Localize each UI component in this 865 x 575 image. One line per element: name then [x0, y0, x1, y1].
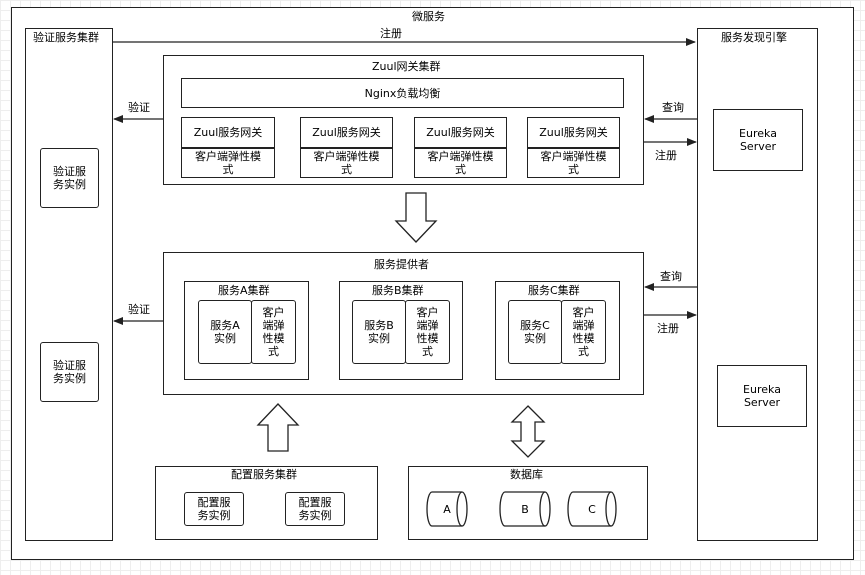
service-c-instance: 服务C 实例 [508, 300, 562, 364]
service-c-cluster-title: 服务C集群 [528, 284, 580, 297]
service-b-cluster-title: 服务B集群 [372, 284, 424, 297]
discovery-engine-title: 服务发现引擎 [721, 31, 787, 44]
auth-instance-1: 验证服 务实例 [40, 148, 99, 208]
top-register-label: 注册 [380, 27, 402, 40]
zuul-register-label: 注册 [655, 149, 677, 162]
service-b-client: 客户 端弹 性模 式 [405, 300, 450, 364]
database-title: 数据库 [510, 468, 543, 481]
auth-cluster-title: 验证服务集群 [33, 31, 99, 44]
zuul-gateway-1: Zuul服务网关 [181, 117, 275, 148]
eureka-server-1: Eureka Server [713, 109, 803, 171]
auth-instance-2: 验证服 务实例 [40, 342, 99, 402]
zuul-client-2: 客户端弹性模 式 [300, 148, 393, 178]
service-a-client: 客户 端弹 性模 式 [251, 300, 296, 364]
config-instance-1: 配置服 务实例 [184, 492, 244, 526]
provider-query-label: 查询 [660, 270, 682, 283]
zuul-gateway-3: Zuul服务网关 [414, 117, 507, 148]
service-c-client: 客户 端弹 性模 式 [561, 300, 606, 364]
zuul-gateway-2: Zuul服务网关 [300, 117, 393, 148]
zuul-query-label: 查询 [662, 101, 684, 114]
zuul-client-1: 客户端弹性模 式 [181, 148, 275, 178]
zuul-client-4: 客户端弹性模 式 [527, 148, 620, 178]
discovery-engine [697, 28, 818, 541]
zuul-cluster-title: Zuul网关集群 [372, 60, 441, 73]
database-c-text: C [588, 503, 596, 516]
eureka-server-2: Eureka Server [717, 365, 807, 427]
zuul-gateway-4: Zuul服务网关 [527, 117, 620, 148]
service-provider-title: 服务提供者 [374, 258, 429, 271]
service-b-instance: 服务B 实例 [352, 300, 406, 364]
config-cluster-title: 配置服务集群 [231, 468, 297, 481]
microservice-title: 微服务 [412, 10, 445, 23]
provider-verify-label: 验证 [128, 303, 150, 316]
provider-register-label: 注册 [657, 322, 679, 335]
database-b-text: B [521, 503, 529, 516]
database-a-text: A [443, 503, 451, 516]
nginx-load-balancer: Nginx负载均衡 [181, 78, 624, 108]
zuul-verify-label: 验证 [128, 101, 150, 114]
service-a-instance: 服务A 实例 [198, 300, 252, 364]
zuul-client-3: 客户端弹性模 式 [414, 148, 507, 178]
auth-cluster [25, 28, 113, 541]
service-a-cluster-title: 服务A集群 [218, 284, 270, 297]
config-instance-2: 配置服 务实例 [285, 492, 345, 526]
